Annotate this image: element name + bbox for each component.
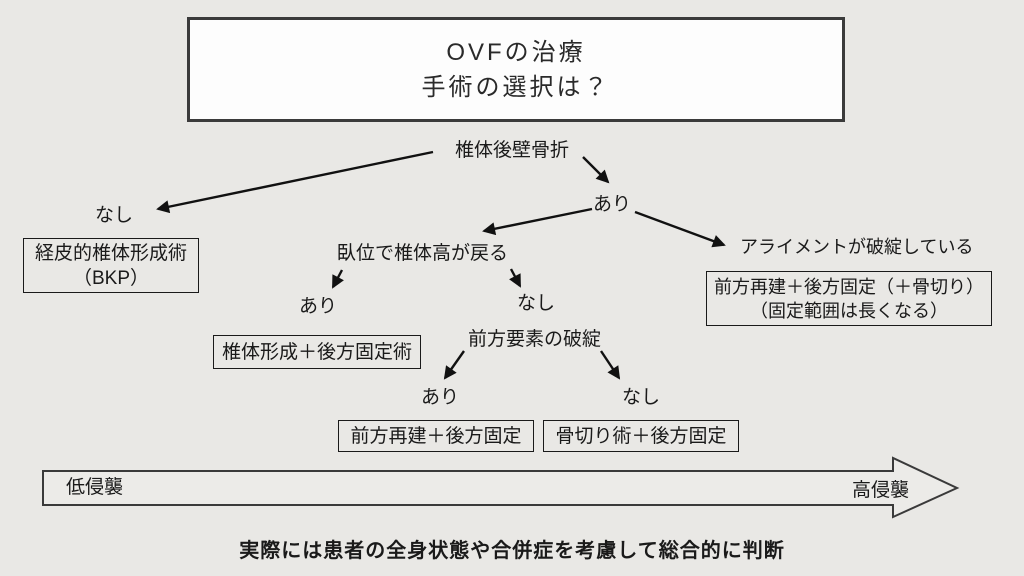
- node-box-anterior-recon: 前方再建＋後方固定: [338, 420, 534, 452]
- arrow-root-to-yes: [582, 156, 610, 184]
- edge-label-anterior-yes: あり: [421, 387, 460, 408]
- bkp-line-2: （BKP）: [72, 267, 150, 289]
- edge-label-supine-yes: あり: [299, 296, 338, 317]
- node-box-osteotomy: 骨切り術＋後方固定: [543, 420, 739, 452]
- node-supine: 臥位で椎体高が戻る: [337, 243, 509, 264]
- edge-label-root-no: なし: [95, 205, 134, 226]
- title-line-2: 手術の選択は？: [421, 73, 611, 101]
- arrow-root-to-no: [156, 150, 434, 214]
- node-root: 椎体後壁骨折: [455, 140, 570, 161]
- invasiveness-high-label: 高侵襲: [852, 480, 910, 501]
- title-box: OVFの治療 手術の選択は？: [187, 17, 845, 122]
- arrow-supine-to-yes: [331, 269, 344, 289]
- vertebroplasty-label: 椎体形成＋後方固定術: [221, 341, 412, 363]
- anterior-recon-label: 前方再建＋後方固定: [350, 425, 522, 447]
- bkp-line-1: 経皮的椎体形成術: [34, 242, 187, 264]
- arrow-yes-to-supine: [482, 207, 593, 236]
- node-anterior: 前方要素の破綻: [468, 329, 602, 350]
- arrow-supine-to-no: [509, 268, 522, 288]
- arrow-anterior-to-yes: [443, 350, 465, 380]
- node-box-vertebroplasty: 椎体形成＋後方固定術: [213, 335, 421, 369]
- osteotomy-label: 骨切り術＋後方固定: [555, 425, 727, 447]
- edge-label-root-yes: あり: [593, 194, 632, 215]
- invasiveness-axis-arrow: [42, 456, 960, 519]
- alignment-line-1: 前方再建＋後方固定（＋骨切り）: [714, 276, 984, 297]
- edge-label-supine-no: なし: [517, 293, 556, 314]
- node-box-alignment: 前方再建＋後方固定（＋骨切り） （固定範囲は長くなる）: [706, 271, 992, 326]
- edge-label-anterior-no: なし: [622, 387, 661, 408]
- arrow-anterior-to-no: [600, 350, 621, 380]
- invasiveness-low-label: 低侵襲: [66, 477, 124, 498]
- node-alignment: アライメントが破綻している: [740, 237, 974, 257]
- node-box-bkp: 経皮的椎体形成術 （BKP）: [23, 238, 199, 293]
- footer-note: 実際には患者の全身状態や合併症を考慮して総合的に判断: [239, 540, 785, 562]
- alignment-line-2: （固定範囲は長くなる）: [750, 300, 948, 321]
- title-line-1: OVFの治療: [446, 38, 586, 66]
- arrow-yes-to-alignment: [634, 210, 726, 248]
